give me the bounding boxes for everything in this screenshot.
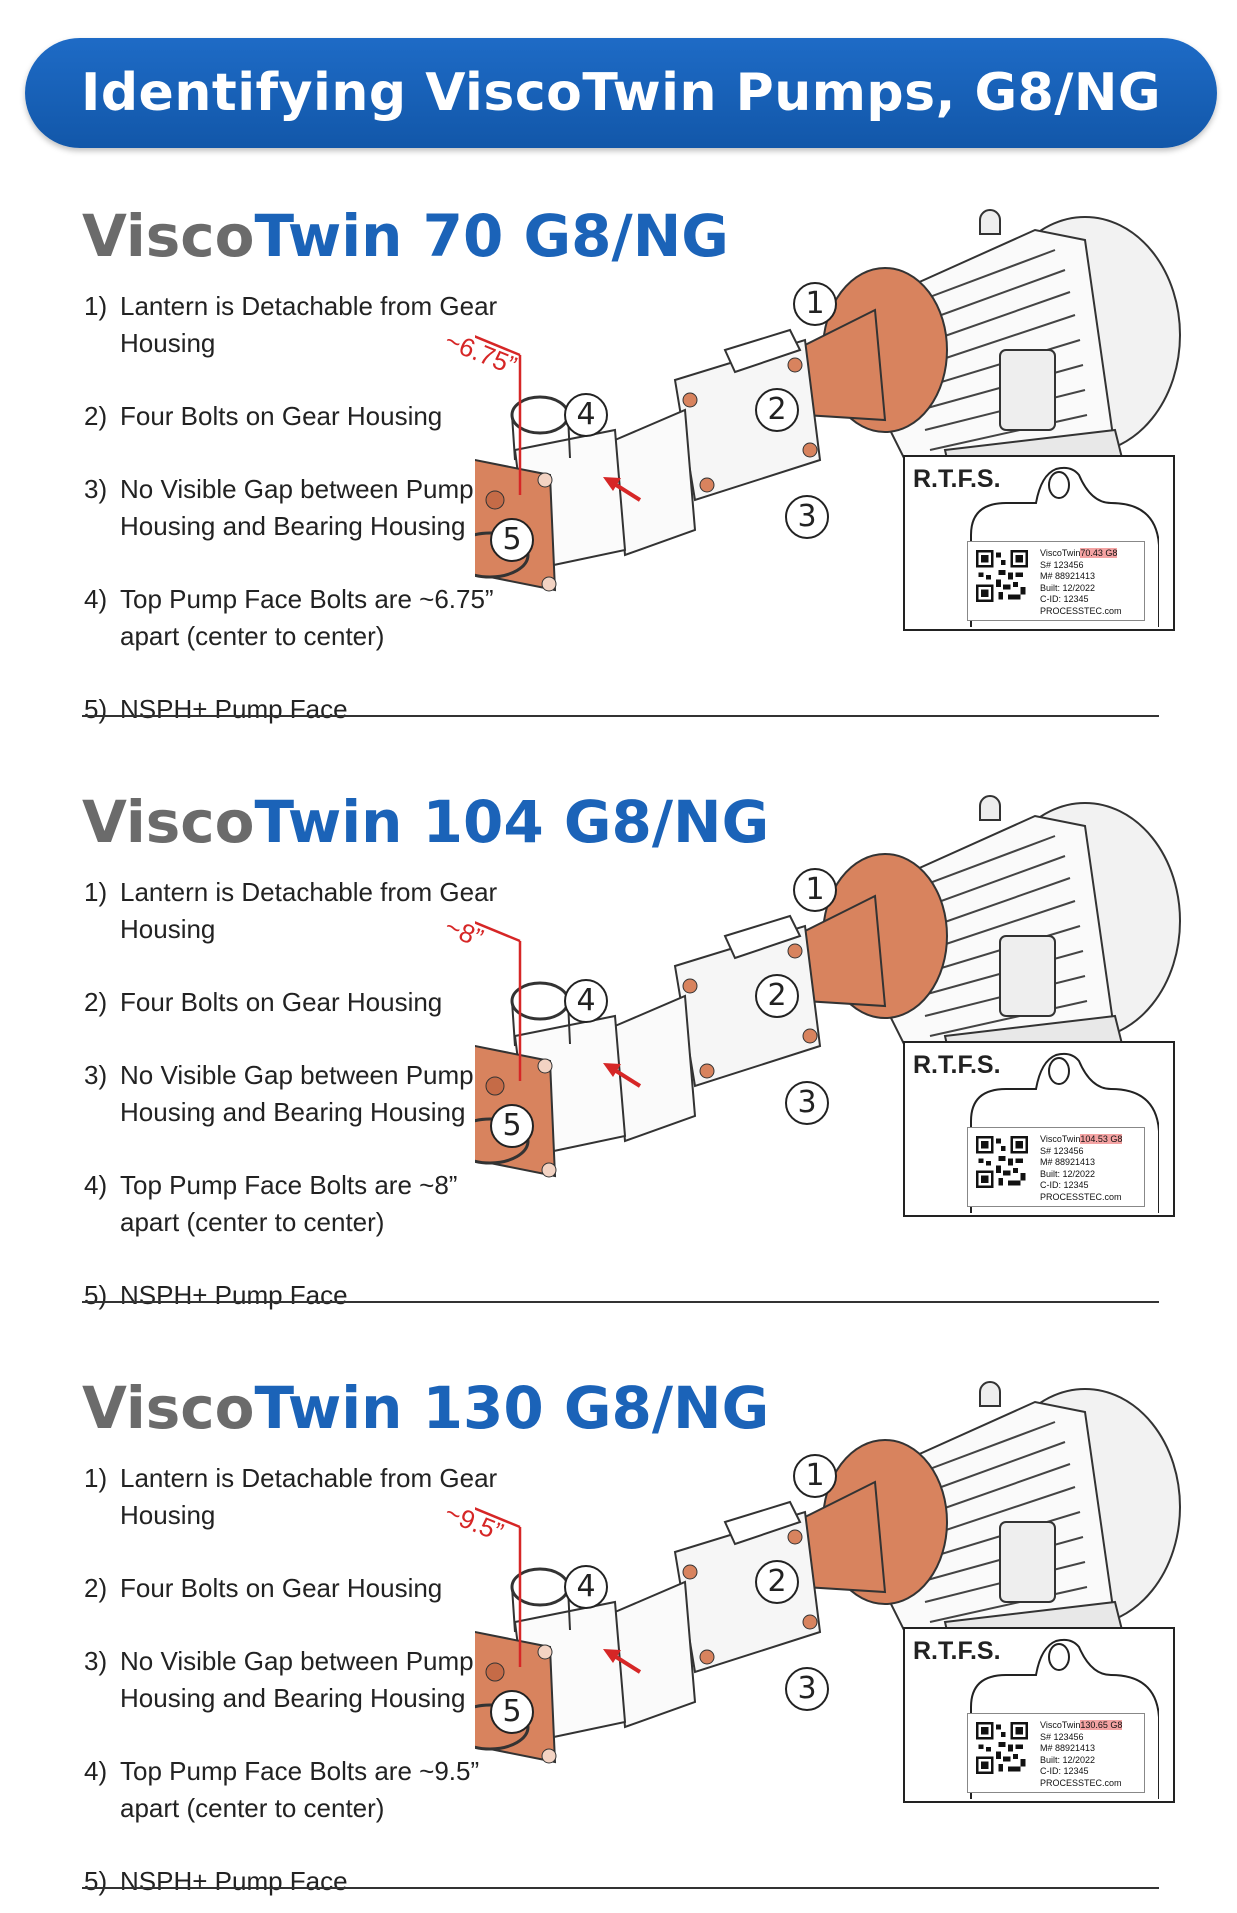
callout-1: 1 [793,868,837,912]
measurement-marker [475,1507,522,1667]
feature-item: 4)Top Pump Face Bolts are ~8”apart (cent… [84,1170,458,1237]
title-rest: Twin 70 G8/NG [254,202,729,270]
feature-item: 5)NSPH+ Pump Face [84,1866,348,1896]
section-title: ViscoTwin 104 G8/NG [82,788,769,856]
header-banner: Identifying ViscoTwin Pumps, G8/NG [25,38,1217,148]
gap-arrow-icon [603,1063,642,1088]
nameplate: ViscoTwin104.53 G8 S# 123456 M# 88921413… [967,1127,1145,1207]
nameplate-text: ViscoTwin104.53 G8 S# 123456 M# 88921413… [1040,1134,1123,1202]
section-divider [82,715,1159,717]
title-prefix: Visco [82,202,255,270]
feature-item: 1)Lantern is Detachable from Gear Housin… [84,1463,498,1530]
nameplate: ViscoTwin70.43 G8 S# 123456 M# 88921413 … [967,541,1145,621]
pump-section-130: ViscoTwin 130 G8/NG 1)Lantern is Detacha… [0,1352,1237,1912]
callout-3: 3 [785,1667,829,1711]
feature-item: 1)Lantern is Detachable from Gear Housin… [84,877,498,944]
callout-4: 4 [564,979,608,1023]
feature-list: 1)Lantern is Detachable from Gear Housin… [84,1460,560,1900]
title-rest: Twin 130 G8/NG [254,1374,770,1442]
nameplate: ViscoTwin130.65 G8 S# 123456 M# 88921413… [967,1713,1145,1793]
pump-illustration [475,795,1181,1178]
callout-5: 5 [490,1690,534,1734]
section-title: ViscoTwin 70 G8/NG [82,202,729,270]
rtfs-label: R.T.F.S. [913,1051,1001,1079]
feature-list: 1)Lantern is Detachable from Gear Housin… [84,874,560,1314]
feature-item: 1)Lantern is Detachable from Gear Housin… [84,291,498,358]
title-prefix: Visco [82,788,255,856]
pump-section-70: ViscoTwin 70 G8/NG 1)Lantern is Detachab… [0,180,1237,740]
callout-4: 4 [564,1565,608,1609]
qr-code-icon [976,1722,1028,1774]
nameplate-text: ViscoTwin130.65 G8 S# 123456 M# 88921413… [1040,1720,1123,1788]
page-title: Identifying ViscoTwin Pumps, G8/NG [80,63,1162,123]
rtfs-label: R.T.F.S. [913,465,1001,493]
feature-item: 2)Four Bolts on Gear Housing [84,1573,443,1603]
callout-3: 3 [785,495,829,539]
qr-code-icon [976,1136,1028,1188]
section-divider [82,1887,1159,1889]
callout-4: 4 [564,393,608,437]
feature-item: 4)Top Pump Face Bolts are ~6.75”apart (c… [84,584,494,651]
lantern-icon [793,1439,948,1605]
gear-housing-icon [673,1500,822,1674]
feature-item: 5)NSPH+ Pump Face [84,694,348,724]
lantern-icon [793,853,948,1019]
feature-item: 2)Four Bolts on Gear Housing [84,987,443,1017]
feature-item: 5)NSPH+ Pump Face [84,1280,348,1310]
qr-code-icon [976,550,1028,602]
rtfs-tag-box: R.T.F.S. [903,1041,1175,1217]
callout-5: 5 [490,518,534,562]
measurement-marker [475,335,522,495]
callout-1: 1 [793,1454,837,1498]
nameplate-text: ViscoTwin70.43 G8 S# 123456 M# 88921413 … [1040,548,1122,616]
pump-illustration [475,209,1181,592]
title-prefix: Visco [82,1374,255,1442]
measurement-marker [475,921,522,1081]
callout-1: 1 [793,282,837,326]
feature-item: 4)Top Pump Face Bolts are ~9.5”apart (ce… [84,1756,480,1823]
callout-2: 2 [755,388,799,432]
feature-item: 2)Four Bolts on Gear Housing [84,401,443,431]
title-rest: Twin 104 G8/NG [254,788,770,856]
gap-arrow-icon [603,477,642,502]
rtfs-tag-box: R.T.F.S. [903,1627,1175,1803]
gear-housing-icon [673,328,822,502]
callout-2: 2 [755,974,799,1018]
gap-arrow-icon [603,1649,642,1674]
feature-list: 1)Lantern is Detachable from Gear Housin… [84,288,560,728]
callout-5: 5 [490,1104,534,1148]
section-divider [82,1301,1159,1303]
lantern-icon [793,267,948,433]
section-title: ViscoTwin 130 G8/NG [82,1374,769,1442]
callout-3: 3 [785,1081,829,1125]
callout-2: 2 [755,1560,799,1604]
rtfs-label: R.T.F.S. [913,1637,1001,1665]
pump-section-104: ViscoTwin 104 G8/NG 1)Lantern is Detacha… [0,766,1237,1326]
rtfs-tag-box: R.T.F.S. [903,455,1175,631]
